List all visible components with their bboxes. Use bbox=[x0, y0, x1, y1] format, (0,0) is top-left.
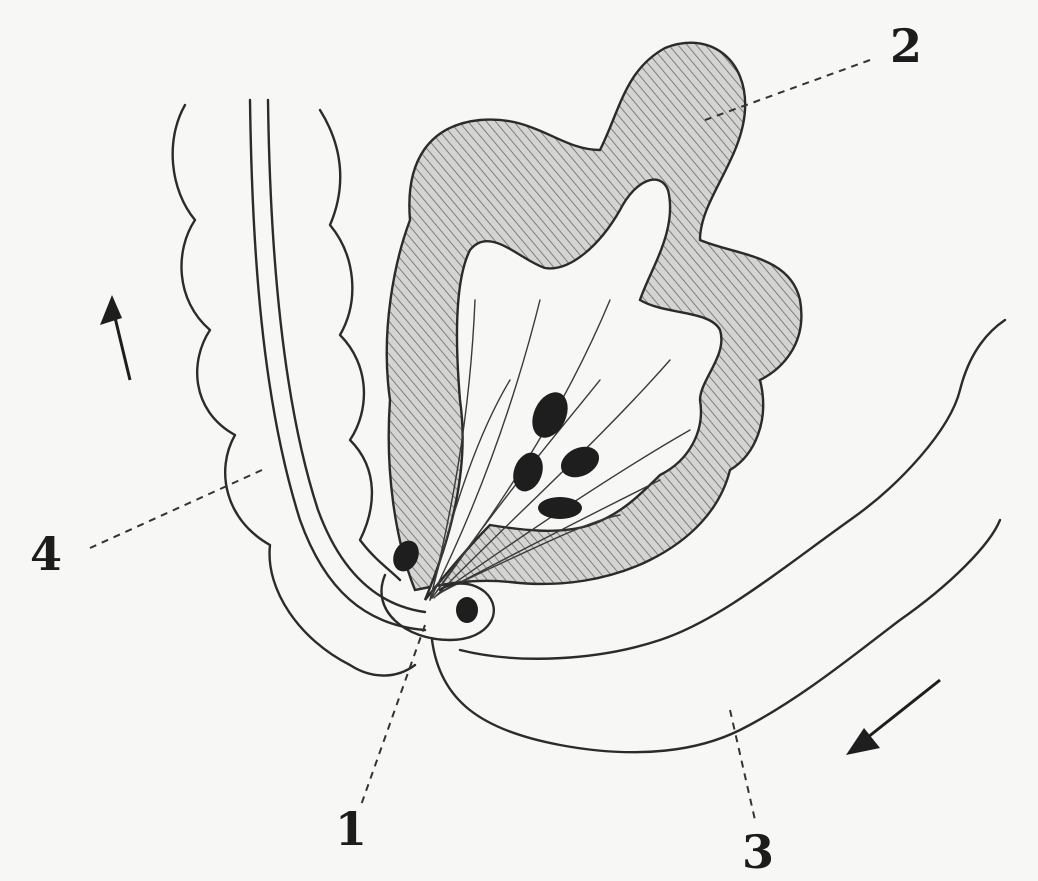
left-lobed-outer-contour bbox=[173, 105, 415, 676]
leader-line-4 bbox=[90, 470, 262, 548]
leader-line-3 bbox=[730, 710, 755, 820]
label-4: 4 bbox=[30, 527, 62, 581]
label-1: 1 bbox=[335, 802, 367, 856]
label-3: 3 bbox=[742, 825, 774, 879]
down-left-arrow-icon bbox=[846, 680, 940, 755]
up-arrow-icon bbox=[100, 295, 130, 380]
leader-line-1 bbox=[360, 625, 425, 808]
label-2: 2 bbox=[890, 19, 922, 73]
